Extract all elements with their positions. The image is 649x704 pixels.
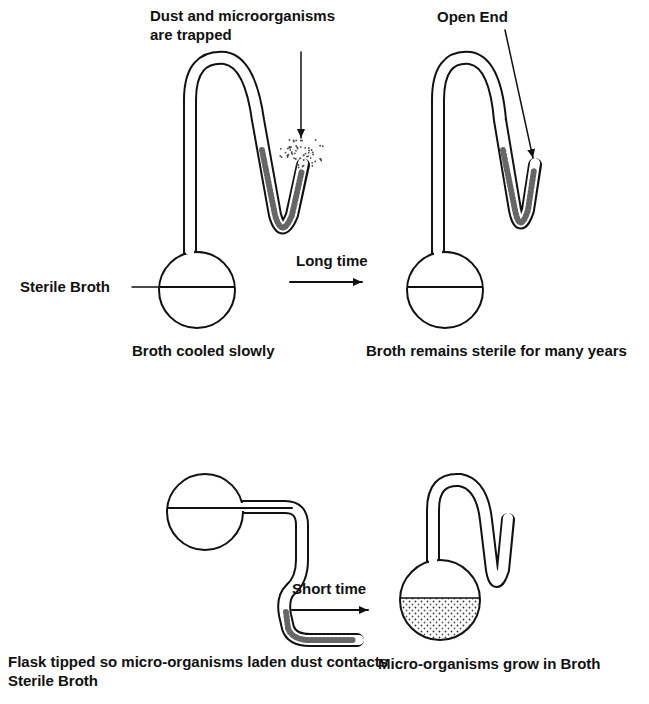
dust-dot <box>279 155 281 157</box>
dust-dot <box>319 158 321 160</box>
dust-dot <box>308 152 310 154</box>
dust-dot <box>288 154 290 156</box>
caption-note: Micro-organisms grow in Broth <box>378 654 643 673</box>
dust-dot <box>312 151 314 153</box>
dust-dot <box>306 156 308 158</box>
dust-dot <box>319 145 321 147</box>
dust-dot <box>281 156 283 158</box>
step-label: Long time <box>296 251 396 270</box>
part-label: Sterile Broth <box>20 277 132 296</box>
dust-dot <box>303 154 305 156</box>
step-label: Short time <box>292 579 392 598</box>
dust-dot <box>296 164 298 166</box>
callout-note: Open End <box>437 7 557 26</box>
dust-dot <box>303 165 305 167</box>
dust-dot <box>291 153 293 155</box>
dust-dot <box>311 149 313 151</box>
dust-dot <box>320 160 322 162</box>
dust-dot <box>291 151 293 153</box>
caption-note: Broth remains sterile for many years <box>366 341 641 360</box>
dust-dot <box>298 167 300 169</box>
dust-dot <box>288 146 290 148</box>
dust-dot <box>312 154 314 156</box>
dust-dot <box>291 152 293 154</box>
dust-dot <box>289 139 291 141</box>
dust-dot <box>308 150 310 152</box>
dust-dot <box>304 147 306 149</box>
dust-dot <box>287 155 289 157</box>
dust-dot <box>299 157 301 159</box>
dust-dot <box>295 145 297 147</box>
dust-dot <box>287 155 289 157</box>
dust-dot <box>295 158 297 160</box>
dust-dot <box>322 145 324 147</box>
dust-dot <box>295 139 297 141</box>
dust-dot <box>296 147 298 149</box>
callout-note: Dust and microorganisms are trapped <box>150 6 350 44</box>
dust-dot <box>310 157 312 159</box>
dust-dot <box>305 153 307 155</box>
dust-dot <box>294 152 296 154</box>
dust-dot <box>293 140 295 142</box>
dust-dot <box>303 159 305 161</box>
dust-dot <box>312 165 314 167</box>
dust-dot <box>280 148 282 150</box>
dust-dot <box>303 155 305 157</box>
dust-dot <box>300 146 302 148</box>
dust-dot <box>295 150 297 152</box>
dust-dot <box>287 148 289 150</box>
dust-dot <box>289 147 291 149</box>
dust-dot <box>311 162 313 164</box>
dust-dot <box>300 140 302 142</box>
caption-note: Broth cooled slowly <box>132 341 312 360</box>
dust-dot <box>302 166 304 168</box>
dust-dot <box>293 157 295 159</box>
dust-dot <box>285 152 287 154</box>
dust-dot <box>308 147 310 149</box>
dust-dot <box>314 161 316 163</box>
caption-note: Flask tipped so micro-organisms laden du… <box>8 652 428 690</box>
dust-dot <box>315 139 317 141</box>
dust-dot <box>298 164 300 166</box>
dust-dot <box>289 149 291 151</box>
